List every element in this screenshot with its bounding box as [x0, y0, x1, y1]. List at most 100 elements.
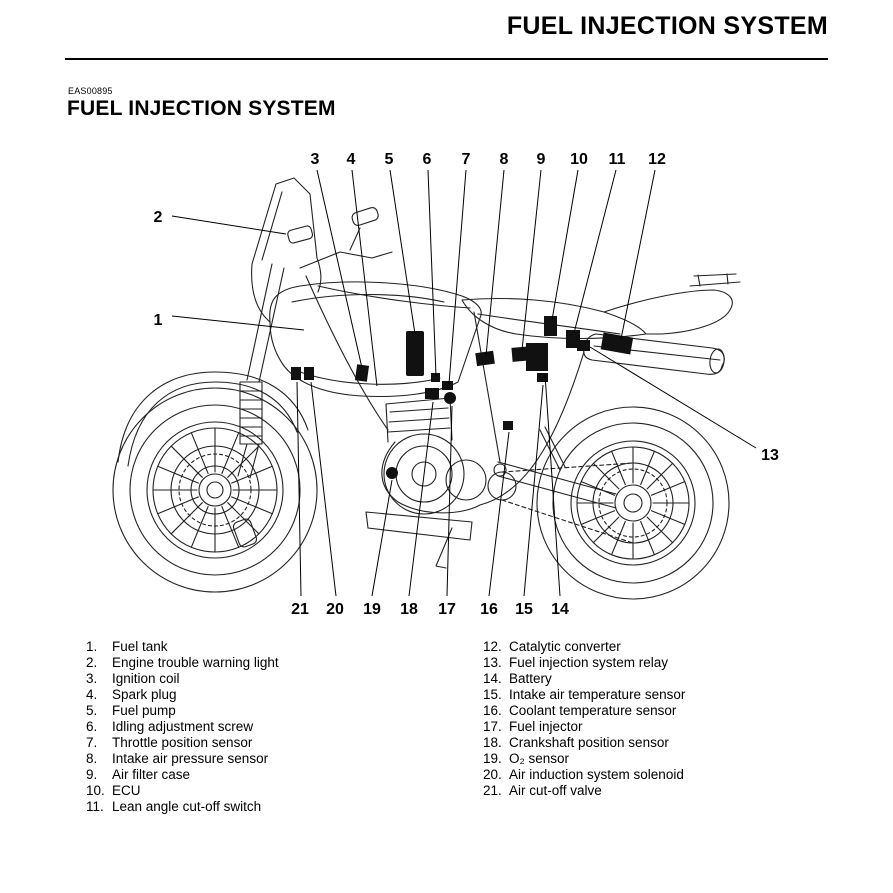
- legend-item-number: 14.: [483, 671, 502, 686]
- callout-17-label: 17: [438, 601, 456, 618]
- callout-6-leader: [427, 169, 437, 377]
- legend-item-label: Fuel pump: [112, 703, 176, 718]
- callout-10: 10: [551, 151, 588, 321]
- callout-15-leader: [523, 384, 544, 597]
- callout-15-label: 15: [515, 601, 533, 618]
- legend-item: 10.ECU: [86, 783, 483, 799]
- legend-item-label: Crankshaft position sensor: [509, 735, 669, 750]
- legend-item-number: 18.: [483, 735, 502, 750]
- callout-7: 7: [448, 151, 471, 385]
- legend-item-label: ECU: [112, 783, 141, 798]
- legend-item-label: Idling adjustment screw: [112, 719, 254, 734]
- legend-item: 19.O₂ sensor: [483, 751, 685, 767]
- legend-item: 12.Catalytic converter: [483, 639, 685, 655]
- legend-item-label: Intake air pressure sensor: [112, 751, 269, 766]
- legend-item: 5.Fuel pump: [86, 703, 483, 719]
- legend-item-label: Intake air temperature sensor: [509, 687, 686, 702]
- callout-13-label: 13: [761, 447, 779, 464]
- callout-8-leader: [485, 169, 505, 357]
- rear-rack: [689, 273, 741, 287]
- callout-17: 17: [438, 405, 456, 618]
- legend-item-number: 11.: [86, 799, 104, 814]
- legend-item: 15.Intake air temperature sensor: [483, 687, 685, 703]
- fuel-injector-marker: [444, 392, 456, 404]
- callout-20-label: 20: [326, 601, 344, 618]
- callout-2-label: 2: [154, 209, 163, 226]
- section-code: EAS00895: [68, 86, 113, 96]
- windscreen: [251, 177, 318, 265]
- intake-air-temp-sensor-marker: [537, 373, 548, 382]
- callout-6-label: 6: [423, 151, 432, 168]
- legend-item-number: 13.: [483, 655, 502, 670]
- exhaust-header: [381, 351, 585, 514]
- chain: [501, 462, 634, 544]
- callout-9-label: 9: [537, 151, 546, 168]
- legend-item: 11.Lean angle cut-off switch: [86, 799, 483, 815]
- relay-marker: [577, 340, 590, 351]
- callout-14: 14: [544, 373, 569, 618]
- callout-19-leader: [371, 479, 393, 597]
- callout-11: 11: [573, 151, 626, 334]
- engine-drivetrain: [305, 275, 634, 569]
- legend-item-label: Air filter case: [112, 767, 191, 782]
- legend-item: 8.Intake air pressure sensor: [86, 751, 483, 767]
- lean-angle-switch-marker: [566, 330, 580, 348]
- coolant-temp-sensor-marker: [503, 421, 513, 430]
- legend-item-label: Fuel tank: [112, 639, 168, 654]
- callout-18-leader: [408, 401, 434, 597]
- callout-4-label: 4: [347, 151, 356, 168]
- callout-13: 13: [589, 346, 779, 464]
- header-rule: [65, 58, 828, 60]
- callout-10-label: 10: [570, 151, 588, 168]
- mirror: [351, 207, 379, 226]
- callout-19-label: 19: [363, 601, 381, 618]
- callout-21-label: 21: [291, 601, 309, 618]
- tail: [603, 289, 733, 335]
- callout-1: 1: [154, 312, 305, 331]
- callout-7-leader: [448, 169, 467, 385]
- clutch-cover: [445, 459, 487, 501]
- legend-item-label: Fuel injection system relay: [509, 655, 669, 670]
- callout-5-leader: [389, 169, 416, 335]
- legend-item-label: Air induction system solenoid: [509, 767, 684, 782]
- body: [269, 273, 741, 398]
- component-markers: [291, 316, 634, 479]
- section-title: FUEL INJECTION SYSTEM: [67, 97, 336, 120]
- callouts: 1 2 3 4 5: [154, 151, 779, 618]
- callout-21-leader: [296, 381, 302, 597]
- ecu-marker: [544, 316, 557, 336]
- legend-item-number: 9.: [86, 767, 98, 782]
- legend-item: 1.Fuel tank: [86, 639, 483, 655]
- fuel-injection-diagram: 1 2 3 4 5: [0, 135, 893, 630]
- motorcycle-line-art: [112, 177, 741, 600]
- front-wheel: [112, 387, 318, 593]
- callout-18: 18: [400, 401, 434, 618]
- legend-left-column: 1.Fuel tank 2.Engine trouble warning lig…: [86, 639, 483, 815]
- callout-11-label: 11: [609, 151, 626, 168]
- legend-item-label: O₂ sensor: [509, 751, 570, 766]
- legend-item-label: Spark plug: [112, 687, 177, 702]
- legend-item: 3.Ignition coil: [86, 671, 483, 687]
- swingarm: [497, 461, 617, 509]
- callout-16-leader: [488, 431, 510, 597]
- callout-3: 3: [311, 151, 363, 369]
- legend-item-number: 16.: [483, 703, 502, 718]
- legend-item: 18. Crankshaft position sensor: [483, 735, 685, 751]
- callout-16: 16: [480, 431, 510, 618]
- legend-item-label: Ignition coil: [112, 671, 180, 686]
- legend-item: 4.Spark plug: [86, 687, 483, 703]
- legend-item-number: 7.: [86, 735, 98, 750]
- legend-item-label: Coolant temperature sensor: [509, 703, 677, 718]
- crankcase: [383, 433, 465, 515]
- fork-gaiter: [239, 381, 263, 445]
- legend-item: 9. Air filter case: [86, 767, 483, 783]
- legend-item: 6.Idling adjustment screw: [86, 719, 483, 735]
- idle-screw-marker: [431, 373, 440, 382]
- callout-8: 8: [485, 151, 509, 357]
- callout-10-leader: [551, 169, 579, 321]
- callout-4-leader: [351, 169, 378, 387]
- rear-wheel: [536, 406, 730, 600]
- fork: [237, 263, 285, 479]
- legend-item-number: 20.: [483, 767, 502, 782]
